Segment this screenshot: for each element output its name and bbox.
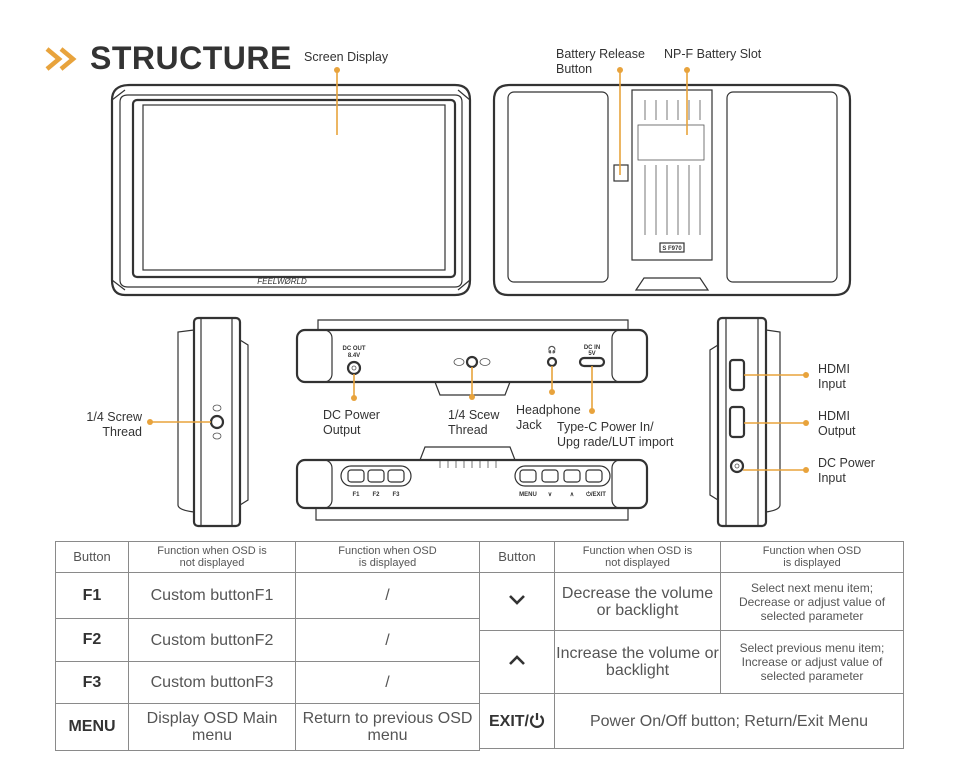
label-line: Output	[323, 423, 361, 437]
table-header-row: Button Function when OSD is not displaye…	[55, 541, 480, 573]
header-displayed: Function when OSD is displayed	[720, 541, 904, 573]
cell-displayed: /	[295, 572, 480, 619]
page-title: STRUCTURE	[90, 40, 292, 76]
cell-displayed: Select next menu item; Decrease or adjus…	[720, 572, 904, 631]
label-screw-thread-side: 1/4 Screw Thread	[80, 410, 142, 440]
button-marking: ⏻/EXIT	[586, 491, 606, 498]
label-battery-slot: NP-F Battery Slot	[664, 47, 762, 61]
double-chevron-right-icon	[45, 46, 77, 71]
label-line: Type-C Power In/	[557, 420, 654, 434]
label-hdmi-input: HDMI Input	[818, 362, 850, 392]
label-screen-display: Screen Display	[304, 50, 389, 64]
label-line: DC Power	[323, 408, 380, 422]
button-marking: F2	[372, 492, 380, 498]
cell-not-displayed: Custom buttonF1	[128, 572, 296, 619]
label-line: Input	[818, 471, 846, 485]
table-row: F1 Custom buttonF1 /	[55, 572, 480, 619]
label-type-c-port: Type-C Power In/ Upg rade/LUT import	[557, 420, 674, 450]
device-diagrams: FEELWØRLD S F970	[110, 67, 852, 528]
headphone-icon: 🎧	[548, 345, 557, 354]
label-line: Headphone	[516, 403, 581, 417]
cell-not-displayed: Increase the volume or backlight	[554, 630, 721, 694]
header-button: Button	[55, 541, 129, 573]
cell-displayed: /	[295, 618, 480, 662]
label-line: HDMI	[818, 362, 850, 376]
label-line: Button	[556, 62, 593, 76]
port-marking: 5V	[588, 351, 595, 357]
label-line: 1/4 Screw	[86, 410, 142, 424]
top-view-drawing: DC OUT 8.4V 🎧 DC IN 5V	[295, 319, 649, 414]
label-line: Thread	[448, 423, 488, 437]
brand-logo: FEELWØRLD	[257, 277, 307, 286]
button-key: F3	[55, 661, 129, 704]
front-view-drawing: FEELWØRLD	[110, 67, 472, 297]
label-hdmi-output: HDMI Output	[818, 409, 856, 439]
port-marking: 8.4V	[348, 353, 360, 359]
button-key	[479, 630, 555, 694]
label-screw-thread-top: 1/4 Scew Thread	[448, 408, 499, 438]
header-displayed: Function when OSD is displayed	[295, 541, 480, 573]
port-marking: DC IN	[584, 345, 600, 351]
label-line: Input	[818, 377, 846, 391]
table-row: F3 Custom buttonF3 /	[55, 661, 480, 704]
header-not-displayed: Function when OSD is not displayed	[554, 541, 721, 573]
cell-not-displayed: Decrease the volume or backlight	[554, 572, 721, 631]
label-line: Battery Release	[556, 47, 645, 61]
button-key: MENU	[55, 703, 129, 751]
label-line: Output	[818, 424, 856, 438]
button-marking: F1	[352, 492, 360, 498]
label-line: DC Power	[818, 456, 875, 470]
button-table-right: Button Function when OSD is not displaye…	[479, 541, 904, 749]
chevron-up-icon	[509, 655, 525, 665]
button-marking: ∨	[548, 492, 552, 498]
button-marking: MENU	[519, 492, 537, 498]
button-key: F2	[55, 618, 129, 662]
cell-not-displayed: Display OSD Main menu	[128, 703, 296, 751]
label-line: 1/4 Scew	[448, 408, 500, 422]
back-view-drawing: S F970	[492, 67, 852, 297]
port-marking: DC OUT	[343, 346, 366, 352]
button-key: EXIT/	[479, 693, 555, 749]
plate-marking: S F970	[662, 246, 682, 252]
chevron-down-icon	[509, 594, 525, 605]
label-dc-power-input: DC Power Input	[818, 456, 875, 486]
cell-combined: Power On/Off button; Return/Exit Menu	[554, 693, 904, 749]
header-button: Button	[479, 541, 555, 573]
label-line: HDMI	[818, 409, 850, 423]
table-row: Decrease the volume or backlight Select …	[479, 572, 904, 631]
table-header-row: Button Function when OSD is not displaye…	[479, 541, 904, 573]
power-icon	[529, 712, 545, 728]
label-dc-power-output: DC Power Output	[323, 408, 380, 438]
label-battery-release-button: Battery Release Button	[556, 47, 645, 77]
table-row: MENU Display OSD Main menu Return to pre…	[55, 703, 480, 751]
cell-displayed: /	[295, 661, 480, 704]
button-table-left: Button Function when OSD is not displaye…	[55, 541, 480, 751]
label-line: Upg rade/LUT import	[557, 435, 674, 449]
label-headphone-jack: Headphone Jack	[516, 403, 581, 433]
cell-displayed: Select previous menu item; Increase or a…	[720, 630, 904, 694]
right-side-view-drawing	[709, 316, 809, 528]
button-key	[479, 572, 555, 631]
button-key-text: EXIT/	[488, 712, 529, 730]
bottom-view-drawing: F1 F2 F3 MENU ∨ ∧ ⏻/EXIT	[295, 446, 649, 521]
section-header: STRUCTURE	[44, 40, 292, 77]
table-row: Increase the volume or backlight Select …	[479, 630, 904, 694]
header-not-displayed: Function when OSD is not displayed	[128, 541, 296, 573]
cell-not-displayed: Custom buttonF3	[128, 661, 296, 704]
table-row: F2 Custom buttonF2 /	[55, 618, 480, 662]
label-line: Jack	[516, 418, 542, 432]
label-line: Thread	[102, 425, 142, 439]
left-side-view-drawing	[147, 316, 249, 528]
button-key: F1	[55, 572, 129, 619]
cell-not-displayed: Custom buttonF2	[128, 618, 296, 662]
cell-displayed: Return to previous OSD menu	[295, 703, 480, 751]
table-row: EXIT/ Power On/Off button; Return/Exit M…	[479, 693, 904, 749]
button-marking: ∧	[570, 492, 574, 498]
button-marking: F3	[392, 492, 400, 498]
